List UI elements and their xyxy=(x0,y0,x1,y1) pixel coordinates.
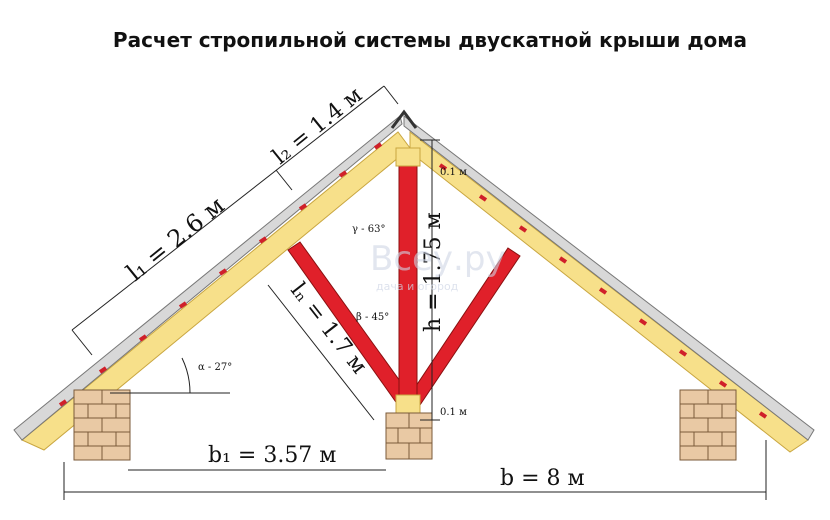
label-top-gap: 0.1 м xyxy=(440,167,467,178)
label-gamma: γ - 63° xyxy=(352,224,385,235)
brick-support-right xyxy=(679,389,737,461)
roof-covering-right xyxy=(403,114,815,441)
label-beta: β - 45° xyxy=(356,312,389,323)
watermark: Всеу.ру xyxy=(370,239,506,279)
page-title: Расчет стропильной системы двускатной кр… xyxy=(112,28,748,52)
brick-support-center xyxy=(385,412,433,460)
ridge-cap xyxy=(390,109,418,129)
watermark-subtitle: дача и огород xyxy=(376,280,459,293)
ridge-block xyxy=(395,147,421,167)
battens-left xyxy=(58,142,383,407)
roof-covering-left xyxy=(13,115,403,441)
dimension-lines xyxy=(63,85,767,500)
label-alpha: α - 27° xyxy=(198,362,232,373)
right-rafter xyxy=(409,130,809,453)
label-h: h = 1.75 м xyxy=(421,212,446,332)
label-bottom-gap: 0.1 м xyxy=(440,407,467,418)
label-b: b = 8 м xyxy=(500,466,585,491)
label-b1: b₁ = 3.57 м xyxy=(208,443,336,468)
battens-right xyxy=(438,163,768,419)
brick-support-left xyxy=(73,389,131,461)
post-base-block xyxy=(395,394,421,414)
